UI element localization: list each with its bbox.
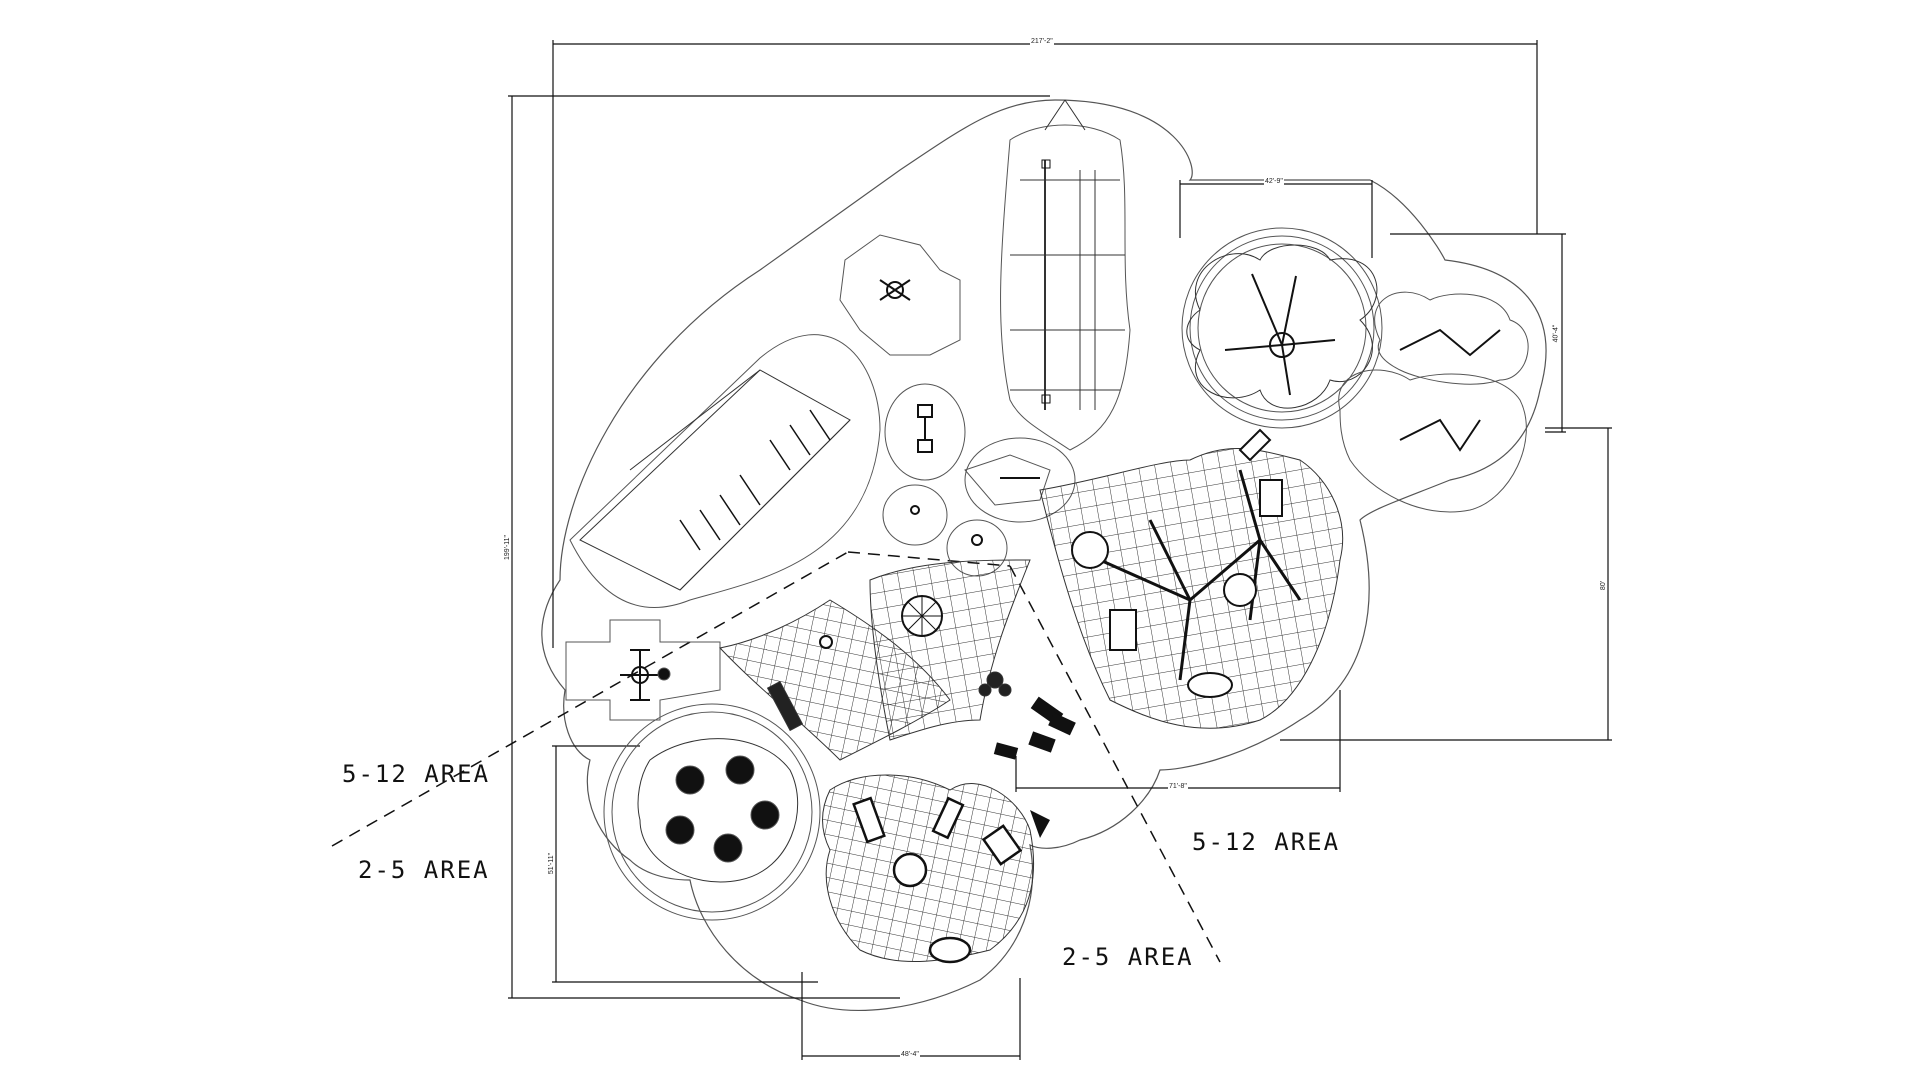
dim-top-right-width: 42'-9" xyxy=(1264,178,1284,185)
top-right-spinner-area xyxy=(1181,227,1383,429)
site-boundary xyxy=(541,99,1547,1012)
overall-height-dimension xyxy=(508,95,1050,999)
spring-rider-pods xyxy=(882,383,1076,577)
left-lower-height-dimension xyxy=(552,745,818,983)
zone-divider-lines xyxy=(331,551,1221,963)
rope-tent-structure xyxy=(1000,99,1131,451)
bottom-width-dimension xyxy=(801,972,1021,1060)
lower-left-activity-circle xyxy=(603,703,821,921)
right-pods xyxy=(1338,291,1529,513)
seesaw-pad xyxy=(839,234,961,356)
zone-label-5-12-right: 5-12 AREA xyxy=(1192,828,1341,856)
swing-set-area xyxy=(569,334,881,608)
dim-left-lower-height: 51'-11" xyxy=(548,851,556,876)
zone-label-5-12-left: 5-12 AREA xyxy=(342,760,491,788)
lower-net-structure xyxy=(822,774,1050,964)
spinner-pad-left xyxy=(565,619,721,721)
zone-label-2-5-left: 2-5 AREA xyxy=(358,856,490,884)
climbing-panels xyxy=(993,696,1076,760)
large-net-structure xyxy=(1039,428,1344,729)
dim-middle-width: 71'-8" xyxy=(1168,783,1188,790)
dim-bottom-width: 48'-4" xyxy=(900,1051,920,1058)
right-small-height-dimension xyxy=(1390,233,1566,433)
dim-right-small-height: 40'-4" xyxy=(1552,323,1560,344)
right-large-height-dimension xyxy=(1280,427,1612,741)
dim-overall-width: 217'-2" xyxy=(1030,38,1054,45)
top-right-width-dimension xyxy=(1179,180,1373,258)
rope-net-area-left xyxy=(719,559,1031,761)
dim-right-large-height: 80' xyxy=(1600,579,1608,592)
zone-label-2-5-right: 2-5 AREA xyxy=(1062,943,1194,971)
dim-overall-height: 199'-11" xyxy=(504,533,512,562)
cluster-pod xyxy=(978,671,1012,697)
